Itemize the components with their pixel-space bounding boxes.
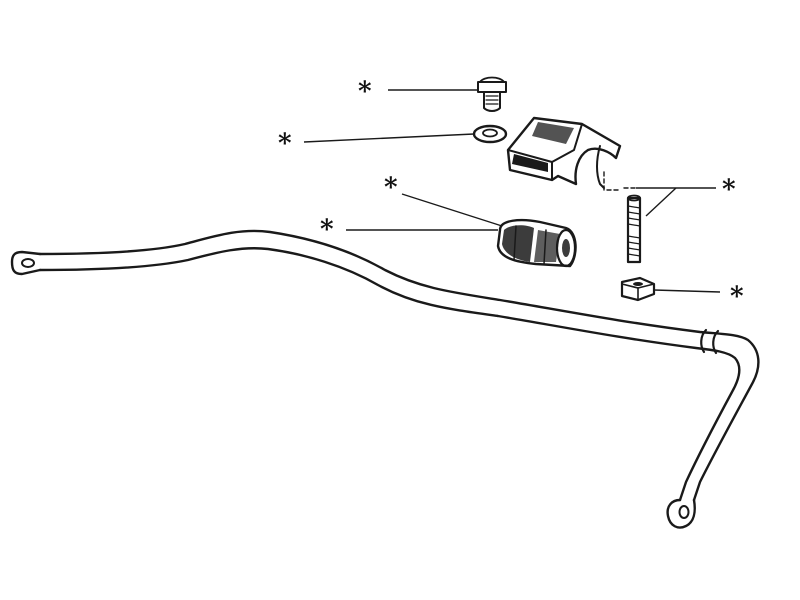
callout-bolt: * — [358, 77, 372, 107]
washer-part — [472, 124, 508, 144]
stud-part — [626, 194, 642, 264]
leader-bushing-upper — [401, 193, 503, 227]
callout-clamp-stud: * — [722, 175, 736, 205]
stabilizer-bar — [10, 229, 760, 529]
callout-bushing-lower: * — [320, 215, 334, 245]
callout-labels: * * * * * * — [278, 77, 744, 312]
callout-bushing-upper: * — [384, 173, 398, 203]
leader-lines — [303, 89, 721, 293]
leader-stud — [645, 187, 677, 217]
leader-washer — [303, 133, 475, 143]
rubber-bushing-part — [496, 218, 577, 268]
clamp-bracket-part — [506, 116, 637, 191]
callout-nut: * — [730, 282, 744, 312]
bolt-part — [477, 76, 507, 112]
nut-part — [620, 276, 656, 302]
leader-nut — [653, 289, 721, 293]
callout-washer: * — [278, 129, 292, 159]
